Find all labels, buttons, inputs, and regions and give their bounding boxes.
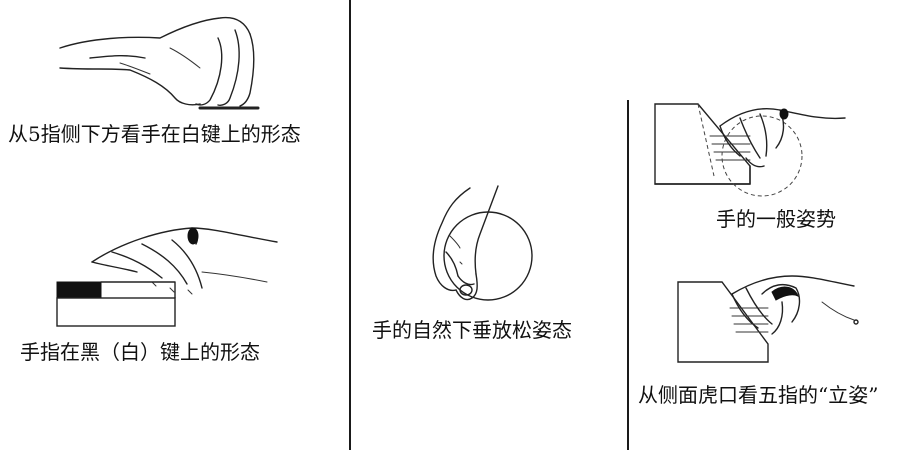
column-divider-right: [627, 100, 629, 450]
relaxed-hanging-hand-illustration: [432, 185, 533, 301]
caption-fingers-on-black-white-keys: 手指在黑（白）键上的形态: [20, 340, 260, 364]
caption-hand-on-white-key-side-view: 从5指侧下方看手在白键上的形态: [8, 122, 301, 146]
fingers-on-keys-illustration: [56, 227, 278, 327]
caption-general-hand-posture: 手的一般姿势: [716, 207, 836, 231]
general-hand-posture-illustration: [654, 103, 846, 197]
hand-side-view-illustration: [59, 16, 260, 110]
fingers-standing-posture-illustration: [677, 275, 859, 363]
caption-relaxed-hanging-hand: 手的自然下垂放松姿态: [372, 318, 572, 342]
caption-fingers-standing-posture: 从侧面虎口看五指的“立姿”: [638, 383, 879, 407]
column-divider-left: [349, 0, 351, 450]
